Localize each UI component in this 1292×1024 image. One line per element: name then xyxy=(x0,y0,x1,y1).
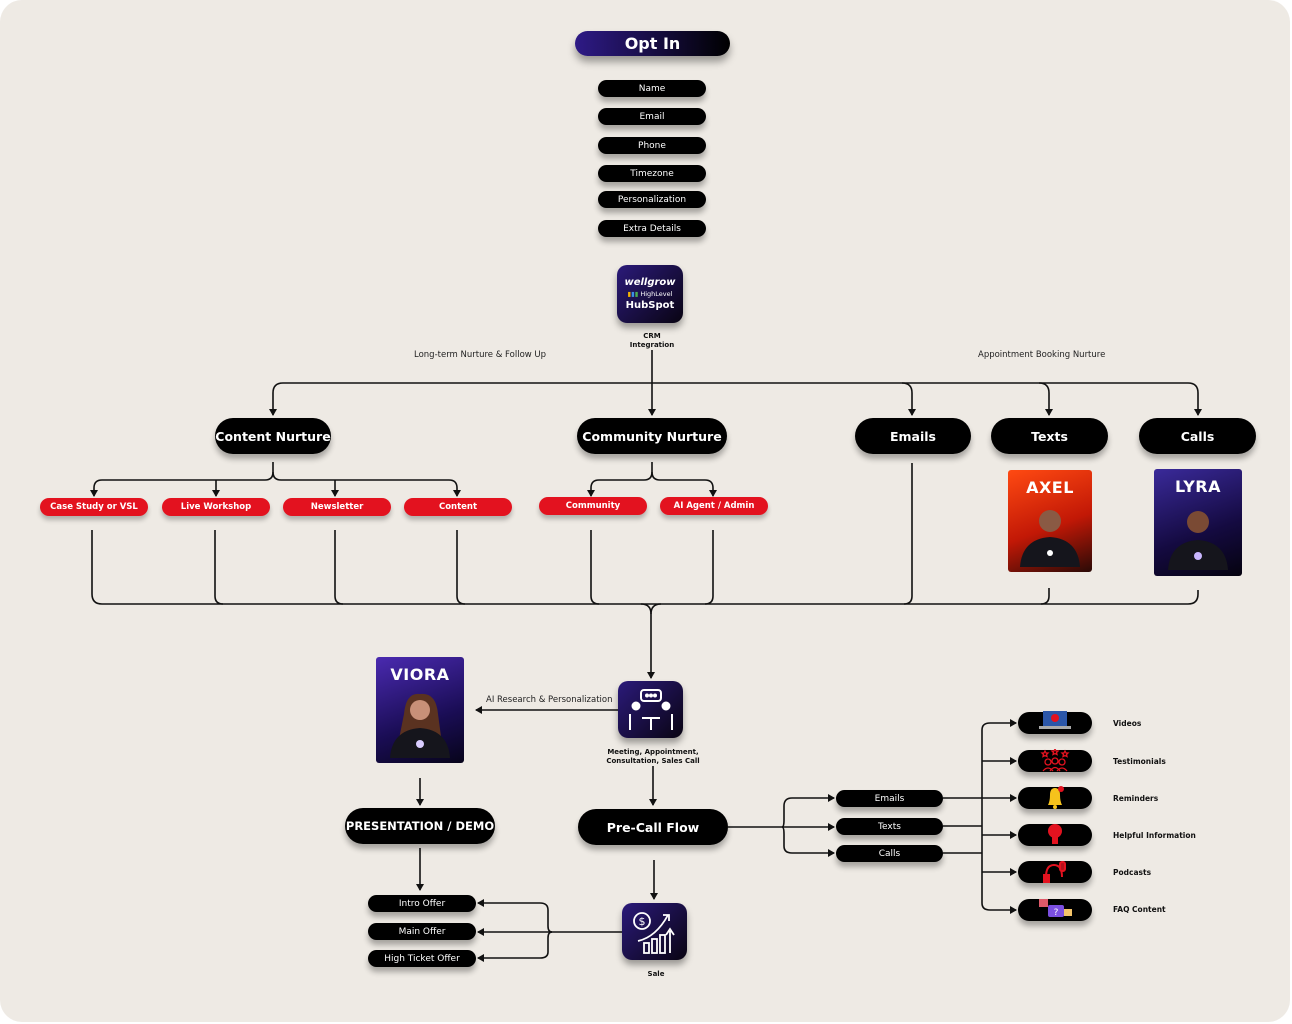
lyra-agent-card[interactable]: LYRA xyxy=(1154,469,1242,576)
pre-call-flow-node[interactable]: Pre-Call Flow xyxy=(578,809,728,845)
intro-offer-node[interactable]: Intro Offer xyxy=(368,895,476,912)
precall-calls-node[interactable]: Calls xyxy=(836,845,943,862)
hubspot-logo: HubSpot xyxy=(625,300,675,311)
faq-chat-icon[interactable]: ? xyxy=(1018,899,1092,921)
sale-tile[interactable]: $ xyxy=(622,903,687,960)
svg-text:$: $ xyxy=(638,915,645,928)
crm-integration-tile[interactable]: wellgrow ▮▮▮ HighLevel HubSpot xyxy=(617,265,683,323)
content-label-videos: Videos xyxy=(1113,719,1142,728)
long-term-nurture-label: Long-term Nurture & Follow Up xyxy=(414,350,547,360)
content-label-testimonials: Testimonials xyxy=(1113,757,1166,766)
field-name[interactable]: Name xyxy=(598,80,706,97)
ai-agent-admin-node[interactable]: AI Agent / Admin xyxy=(660,497,768,515)
sales-growth-icon: $ xyxy=(632,911,675,954)
agent-avatar-icon xyxy=(1168,511,1228,570)
axel-agent-card[interactable]: AXEL xyxy=(1008,470,1092,572)
live-workshop-node[interactable]: Live Workshop xyxy=(162,498,270,516)
content-label-faq: FAQ Content xyxy=(1113,905,1166,914)
meeting-tile[interactable] xyxy=(618,681,683,738)
field-phone[interactable]: Phone xyxy=(598,137,706,154)
presentation-demo-node[interactable]: PRESENTATION / DEMO xyxy=(345,808,495,844)
bell-icon[interactable] xyxy=(1018,786,1092,809)
calls-node[interactable]: Calls xyxy=(1139,418,1256,454)
community-node[interactable]: Community xyxy=(539,497,647,515)
meeting-icon xyxy=(628,688,673,730)
appointment-nurture-label: Appointment Booking Nurture xyxy=(978,350,1106,360)
video-laptop-icon[interactable] xyxy=(1018,711,1092,734)
community-nurture-node[interactable]: Community Nurture xyxy=(577,418,727,454)
emails-node[interactable]: Emails xyxy=(855,418,971,454)
headphones-mic-icon[interactable] xyxy=(1018,861,1092,883)
lyra-name: LYRA xyxy=(1175,477,1221,496)
case-study-vsl-node[interactable]: Case Study or VSL xyxy=(40,498,148,516)
axel-name: AXEL xyxy=(1026,478,1074,497)
texts-node[interactable]: Texts xyxy=(991,418,1108,454)
content-label-podcasts: Podcasts xyxy=(1113,868,1152,877)
field-email[interactable]: Email xyxy=(598,108,706,125)
field-extra-details[interactable]: Extra Details xyxy=(598,220,706,237)
ai-research-label: AI Research & Personalization xyxy=(486,695,613,705)
opt-in-header[interactable]: Opt In xyxy=(575,31,730,56)
content-label-reminders: Reminders xyxy=(1113,794,1159,803)
opt-in-title: Opt In xyxy=(624,34,681,53)
field-timezone[interactable]: Timezone xyxy=(598,165,706,182)
highlevel-logo: ▮▮▮ HighLevel xyxy=(627,290,673,298)
meeting-caption: Meeting, Appointment,Consultation, Sales… xyxy=(606,748,700,765)
precall-texts-node[interactable]: Texts xyxy=(836,818,943,835)
content-node[interactable]: Content xyxy=(404,498,512,516)
field-personalization[interactable]: Personalization xyxy=(598,191,706,208)
main-offer-node[interactable]: Main Offer xyxy=(368,923,476,940)
agent-avatar-icon xyxy=(1020,510,1080,567)
viora-agent-card[interactable]: VIORA xyxy=(376,657,464,763)
high-ticket-offer-node[interactable]: High Ticket Offer xyxy=(368,950,476,967)
sale-caption: Sale xyxy=(647,970,665,978)
wellgrow-logo: wellgrow xyxy=(624,277,676,288)
newsletter-node[interactable]: Newsletter xyxy=(283,498,391,516)
viora-name: VIORA xyxy=(390,665,450,684)
lightbulb-icon[interactable] xyxy=(1018,824,1092,846)
content-label-helpful-information: Helpful Information xyxy=(1113,831,1196,840)
precall-emails-node[interactable]: Emails xyxy=(836,790,943,807)
testimonials-icon[interactable] xyxy=(1018,749,1092,772)
svg-text:?: ? xyxy=(1054,908,1059,918)
agent-avatar-icon xyxy=(390,693,450,758)
content-nurture-node[interactable]: Content Nurture xyxy=(215,418,331,454)
